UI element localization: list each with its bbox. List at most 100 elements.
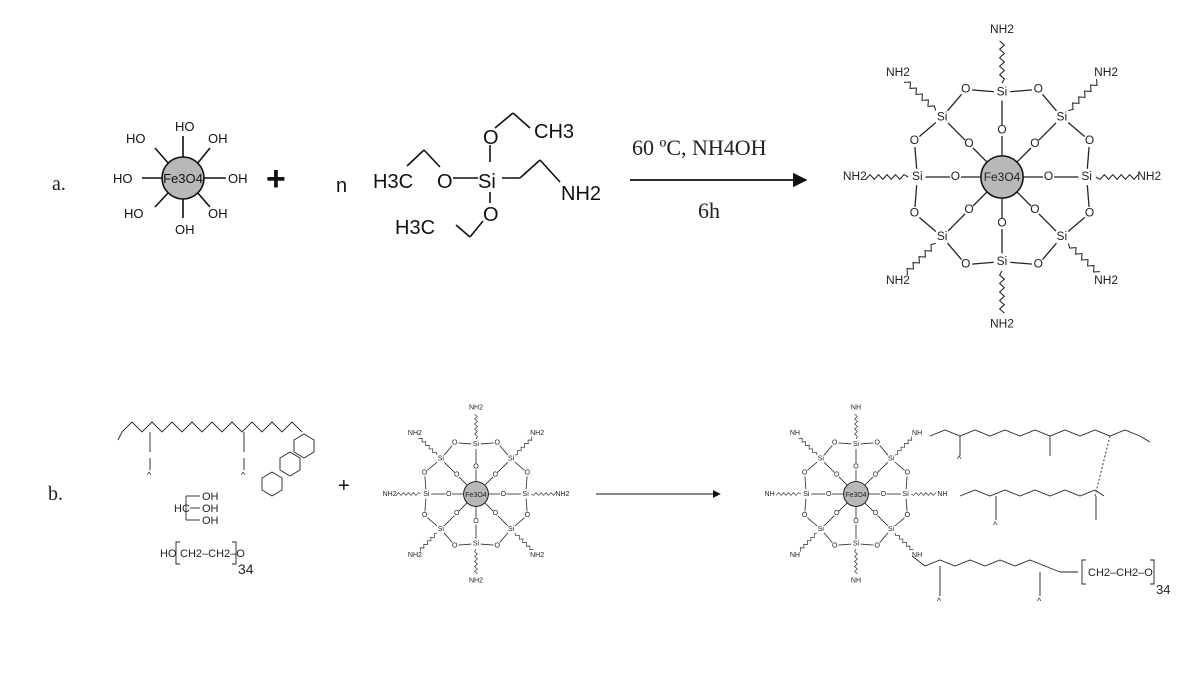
- oxygen-label: O: [881, 491, 887, 498]
- oxygen-label: O: [997, 123, 1006, 137]
- oxygen-label: O: [873, 510, 879, 517]
- oxygen-label: O: [1034, 257, 1043, 271]
- oxygen-label: O: [832, 439, 838, 446]
- amine-label: NH2: [469, 404, 483, 411]
- oxygen-label: O: [501, 491, 507, 498]
- silicon-label: Si: [937, 229, 948, 243]
- group-label: OH: [208, 206, 228, 221]
- amine-label: NH2: [1094, 65, 1118, 79]
- oxygen-label: O: [454, 472, 460, 479]
- reaction-time: 6h: [698, 198, 720, 223]
- silicon-label: Si: [888, 456, 895, 463]
- core-label: Fe3O4: [984, 170, 1021, 184]
- oxygen-label: O: [422, 512, 428, 519]
- silicon-label: Si: [473, 541, 480, 548]
- oxygen-label: O: [1044, 169, 1053, 183]
- oxygen-label: O: [525, 512, 531, 519]
- group-label: HO: [175, 119, 195, 134]
- amine-label: NH2: [408, 552, 422, 559]
- amine-label: NH: [790, 552, 800, 559]
- accent-marker-icon: ^: [957, 454, 962, 464]
- glycerol-label: OH: [202, 515, 219, 527]
- fe3o4-core: [843, 481, 869, 507]
- crosslinked-nanoparticle: OOOOOOOOOOOOOOOONHNHNHNHNHNHNHNHSiSiSiSi…: [765, 404, 948, 584]
- fe3o4-core: [980, 155, 1024, 199]
- oxygen-label: O: [422, 470, 428, 477]
- silicon-label: Si: [473, 441, 480, 448]
- silicon-label: Si: [997, 85, 1008, 99]
- amine-label: NH: [912, 430, 922, 437]
- accent-marker-icon: ^: [147, 470, 152, 480]
- atom-label: O: [483, 204, 499, 226]
- silicon-label: Si: [438, 456, 445, 463]
- peg-subscript: 34: [1156, 582, 1170, 597]
- fe3o4-core: [463, 481, 489, 507]
- oxygen-label: O: [473, 518, 479, 525]
- oxygen-label: O: [495, 542, 501, 549]
- oxygen-label: O: [1030, 136, 1039, 150]
- peg-end-group: HO: [160, 548, 177, 560]
- oxygen-label: O: [454, 510, 460, 517]
- amine-label: NH2: [886, 65, 910, 79]
- silicon-label: Si: [937, 109, 948, 123]
- silicon-label: Si: [438, 526, 445, 533]
- polymer-network: ^ ^ ^ ^ CH2–CH2–O 34: [911, 429, 1170, 606]
- silicon-label: Si: [1081, 169, 1092, 183]
- oxygen-label: O: [473, 464, 479, 471]
- amine-label: NH: [851, 577, 861, 584]
- silicon-label: Si: [888, 526, 895, 533]
- silicon-label: Si: [818, 526, 825, 533]
- oxygen-label: O: [875, 542, 881, 549]
- amine-functionalized-nanoparticle: OOOOOOOOOOOOOOOONH2NH2NH2NH2NH2NH2NH2NH2…: [843, 22, 1162, 330]
- amine-label: NH: [912, 552, 922, 559]
- amine-label: NH: [851, 404, 861, 411]
- accent-marker-icon: ^: [241, 470, 246, 480]
- row-a-label: a.: [52, 173, 66, 195]
- oxygen-label: O: [875, 439, 881, 446]
- fe3o4-core: [161, 156, 205, 200]
- amine-label: NH2: [408, 430, 422, 437]
- atom-label: O: [437, 171, 453, 193]
- atom-label: CH3: [534, 121, 574, 143]
- oxygen-label: O: [834, 472, 840, 479]
- oxygen-label: O: [961, 82, 970, 96]
- plus-sign: +: [266, 160, 286, 198]
- oxygen-label: O: [452, 542, 458, 549]
- group-label: OH: [228, 171, 248, 186]
- oxygen-label: O: [493, 472, 499, 479]
- amine-label: NH2: [530, 552, 544, 559]
- oxygen-label: O: [525, 470, 531, 477]
- amine-label: NH2: [469, 577, 483, 584]
- amine-label: NH: [790, 430, 800, 437]
- group-label: OH: [175, 222, 195, 237]
- oxygen-label: O: [910, 133, 919, 147]
- oxygen-label: O: [997, 216, 1006, 230]
- oxygen-label: O: [951, 169, 960, 183]
- oxygen-label: O: [853, 464, 859, 471]
- atom-label: H3C: [395, 217, 435, 239]
- group-label: HO: [113, 171, 133, 186]
- oxygen-label: O: [826, 491, 832, 498]
- oxygen-label: O: [452, 439, 458, 446]
- oxygen-label: O: [961, 257, 970, 271]
- oxygen-label: O: [905, 512, 911, 519]
- oxygen-label: O: [964, 136, 973, 150]
- core-label: Fe3O4: [163, 171, 203, 186]
- glycerol-reagent: OH HC OH OH: [174, 491, 219, 527]
- oxygen-label: O: [1085, 205, 1094, 219]
- oxygen-label: O: [802, 512, 808, 519]
- group-label: HO: [124, 206, 144, 221]
- silicon-label: Si: [1057, 109, 1068, 123]
- oxygen-label: O: [905, 470, 911, 477]
- oxygen-label: O: [873, 472, 879, 479]
- amine-label: NH2: [1094, 273, 1118, 287]
- amine-nanoparticle-small: OOOOOOOOOOOOOOOONH2NH2NH2NH2NH2NH2NH2NH2…: [383, 404, 570, 584]
- amine-label: NH2: [990, 22, 1014, 36]
- amine-label: NH: [937, 491, 947, 498]
- amine-label: NH: [765, 491, 775, 498]
- amine-label: NH2: [383, 491, 397, 498]
- group-label: HO: [126, 131, 146, 146]
- oxygen-label: O: [493, 510, 499, 517]
- oxygen-label: O: [1085, 133, 1094, 147]
